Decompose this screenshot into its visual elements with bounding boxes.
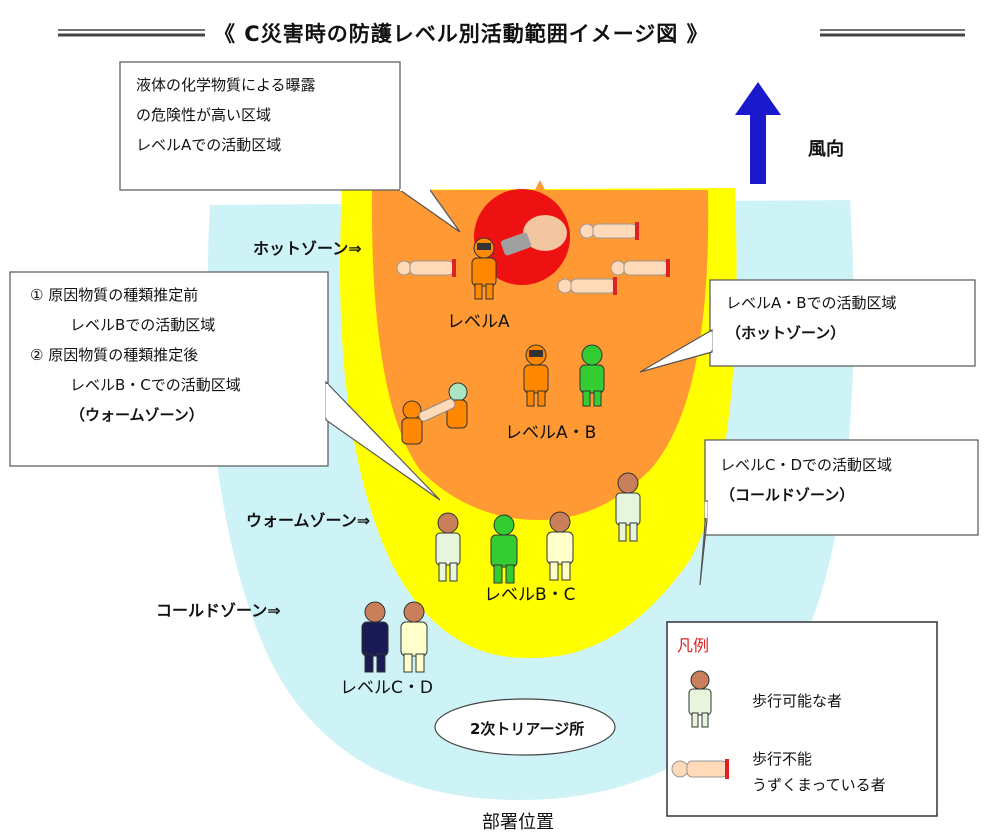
triage-ellipse xyxy=(434,698,616,756)
callout-hot-text: レベルA・Bでの活動区域 （ホットゾーン） xyxy=(726,288,897,348)
callout-cold-line-1: レベルC・Dでの活動区域 xyxy=(720,456,893,474)
callout-hot-line-2: （ホットゾーン） xyxy=(726,324,846,342)
lying-person-4 xyxy=(557,277,617,295)
callout-liquid-line-3: レベルAでの活動区域 xyxy=(136,136,282,154)
figure-level-b-ab xyxy=(579,344,605,407)
headquarters-label: 部署位置 xyxy=(482,812,554,833)
page-title: 《 C災害時の防護レベル別活動範囲イメージ図 》 xyxy=(214,22,709,46)
level-ab-label: レベルA・B xyxy=(505,423,597,443)
title-decoration xyxy=(58,29,965,37)
triage-label: 2次トリアージ所 xyxy=(470,720,585,738)
callout-warm-line-4: レベルB・Cでの活動区域 xyxy=(70,376,241,394)
callout-warm-box xyxy=(9,271,441,501)
figure-level-a xyxy=(471,237,497,300)
callout-hot-box xyxy=(639,279,976,373)
level-bc-label: レベルB・C xyxy=(484,585,576,605)
lying-person-1 xyxy=(396,259,456,277)
legend-non-walking-line-2: うずくまっている者 xyxy=(752,776,886,794)
legend-non-walking-icon xyxy=(671,759,729,779)
legend-walking-icon xyxy=(688,670,712,728)
contamination-blob xyxy=(500,215,567,256)
callout-warm-line-3: ② 原因物質の種類推定後 xyxy=(30,346,199,364)
callout-warm-line-5: （ウォームゾーン） xyxy=(70,406,204,424)
figure-warm-walking-1 xyxy=(435,512,461,582)
callout-liquid-line-1: 液体の化学物質による曝露 xyxy=(136,76,316,94)
figure-warm-level-b xyxy=(490,514,518,584)
figure-cold-level-d xyxy=(361,601,389,673)
legend-walking-label: 歩行可能な者 xyxy=(752,692,843,710)
legend-box xyxy=(666,621,938,817)
hot-zone-label: ホットゾーン⇒ xyxy=(253,239,362,258)
callout-warm-line-2: レベルBでの活動区域 xyxy=(70,316,216,334)
figure-warm-level-c xyxy=(546,511,574,581)
legend-non-walking-label: 歩行不能 うずくまっている者 xyxy=(752,746,886,798)
callout-liquid-box xyxy=(119,61,461,233)
legend-non-walking-line-1: 歩行不能 xyxy=(752,750,813,768)
callout-cold-text: レベルC・Dでの活動区域 （コールドゾーン） xyxy=(720,450,892,510)
level-cd-label: レベルC・D xyxy=(340,678,433,698)
callout-cold-box xyxy=(699,439,979,586)
callout-warm-text: ① 原因物質の種類推定前 レベルBでの活動区域 ② 原因物質の種類推定後 レベル… xyxy=(30,280,241,430)
figure-cold-level-c xyxy=(400,601,428,673)
callout-cold-line-2: （コールドゾーン） xyxy=(720,486,855,504)
figure-warm-walking-2 xyxy=(615,472,641,542)
warm-zone-label: ウォームゾーン⇒ xyxy=(246,511,371,530)
figure-carrier xyxy=(401,382,468,445)
callout-liquid-text: 液体の化学物質による曝露 の危険性が高い区域 レベルAでの活動区域 xyxy=(136,70,316,160)
wind-direction-label: 風向 xyxy=(808,139,844,160)
callout-liquid-line-2: の危険性が高い区域 xyxy=(136,106,272,124)
callout-warm-line-1: ① 原因物質の種類推定前 xyxy=(30,286,199,304)
figure-level-a-ab xyxy=(523,344,549,407)
lying-person-2 xyxy=(579,222,639,240)
legend-title: 凡例 xyxy=(677,636,710,655)
callout-hot-line-1: レベルA・Bでの活動区域 xyxy=(726,294,897,312)
lying-person-3 xyxy=(610,259,670,277)
level-a-label: レベルA xyxy=(447,312,510,332)
cold-zone-label: コールドゾーン⇒ xyxy=(156,601,281,620)
arrow-up-icon xyxy=(735,82,781,184)
